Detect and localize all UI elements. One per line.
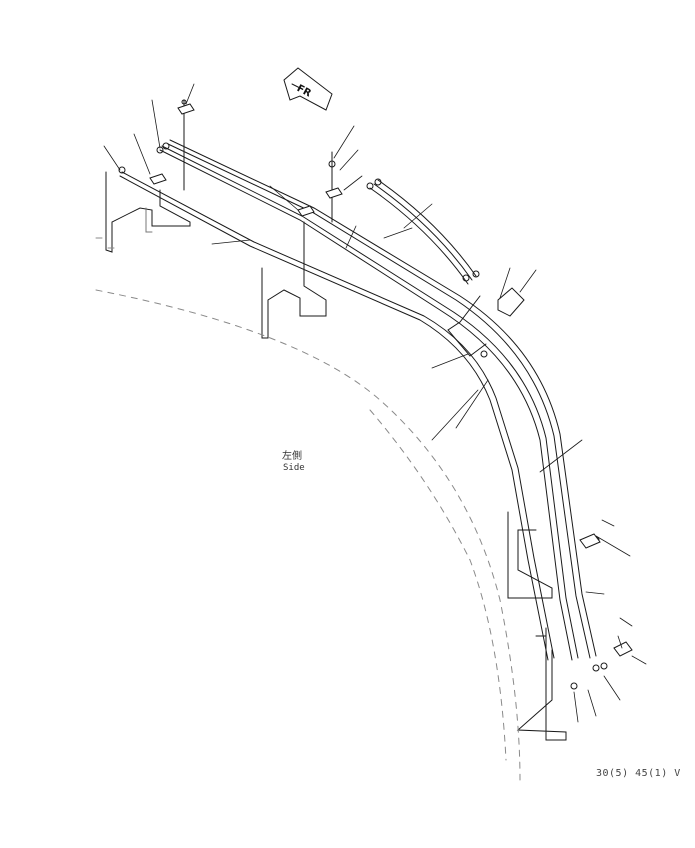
bracket-junction [447, 295, 487, 357]
front-arrow-icon [283, 67, 333, 111]
hose-upper-pair [159, 139, 597, 661]
drawing-code: 30(5) 45(1) V [596, 768, 681, 779]
hose-right-short [369, 179, 477, 285]
side-label-primary: 左側 [282, 451, 302, 462]
machine-outline [95, 237, 521, 781]
bracket-left-inner [145, 207, 153, 233]
bracket-valve [497, 287, 525, 317]
bracket-lower-2 [516, 627, 567, 741]
hose-lower-pair [119, 171, 555, 661]
leader-lines [103, 83, 647, 723]
fittings [118, 99, 633, 690]
side-label-secondary: Side [283, 463, 305, 473]
bracket-lower-1 [507, 511, 553, 599]
bracket-left [105, 171, 191, 253]
bracket-middle [261, 221, 327, 339]
